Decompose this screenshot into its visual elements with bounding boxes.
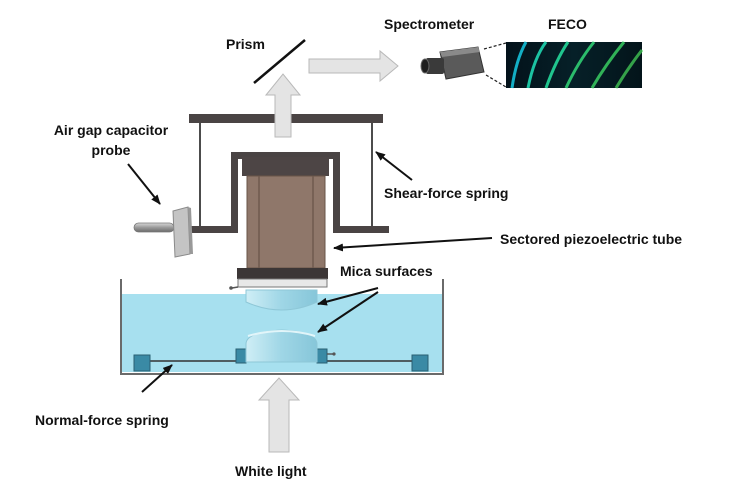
capacitor-label-line1: Air gap capacitor	[54, 122, 169, 138]
white-light-label: White light	[235, 463, 307, 479]
capacitor-probe	[133, 206, 193, 258]
horizontal-light-arrow	[308, 49, 399, 83]
mica-pointer-upper	[317, 287, 379, 306]
mica-pointer-lower	[317, 291, 379, 333]
capacitor-label-line2: probe	[92, 142, 131, 158]
upper-mica-surface	[245, 289, 318, 311]
shear-spring-pointer	[375, 151, 413, 181]
prism-mirror	[253, 39, 306, 84]
normal-spring-label: Normal-force spring	[35, 412, 169, 428]
piezo-holder-frame	[183, 152, 389, 233]
shear-spring-label: Shear-force spring	[384, 185, 508, 201]
feco-image	[506, 41, 644, 89]
piezoelectric-tube	[229, 157, 329, 290]
normal-spring-pointer	[141, 364, 173, 393]
spectrometer-camera	[420, 46, 485, 80]
piezo-tube-label: Sectored piezoelectric tube	[500, 231, 682, 247]
annotation-arrows	[127, 151, 493, 393]
capacitor-pointer	[127, 163, 161, 205]
white-light-arrow	[257, 377, 301, 453]
feco-label: FECO	[548, 16, 587, 32]
spectrometer-label: Spectrometer	[384, 16, 475, 32]
prism-label: Prism	[226, 36, 265, 52]
lower-mica-surface	[245, 329, 318, 363]
piezo-pointer	[333, 237, 493, 252]
upward-light-arrow	[264, 73, 302, 138]
mica-label: Mica surfaces	[340, 263, 433, 279]
light-path	[257, 49, 399, 453]
